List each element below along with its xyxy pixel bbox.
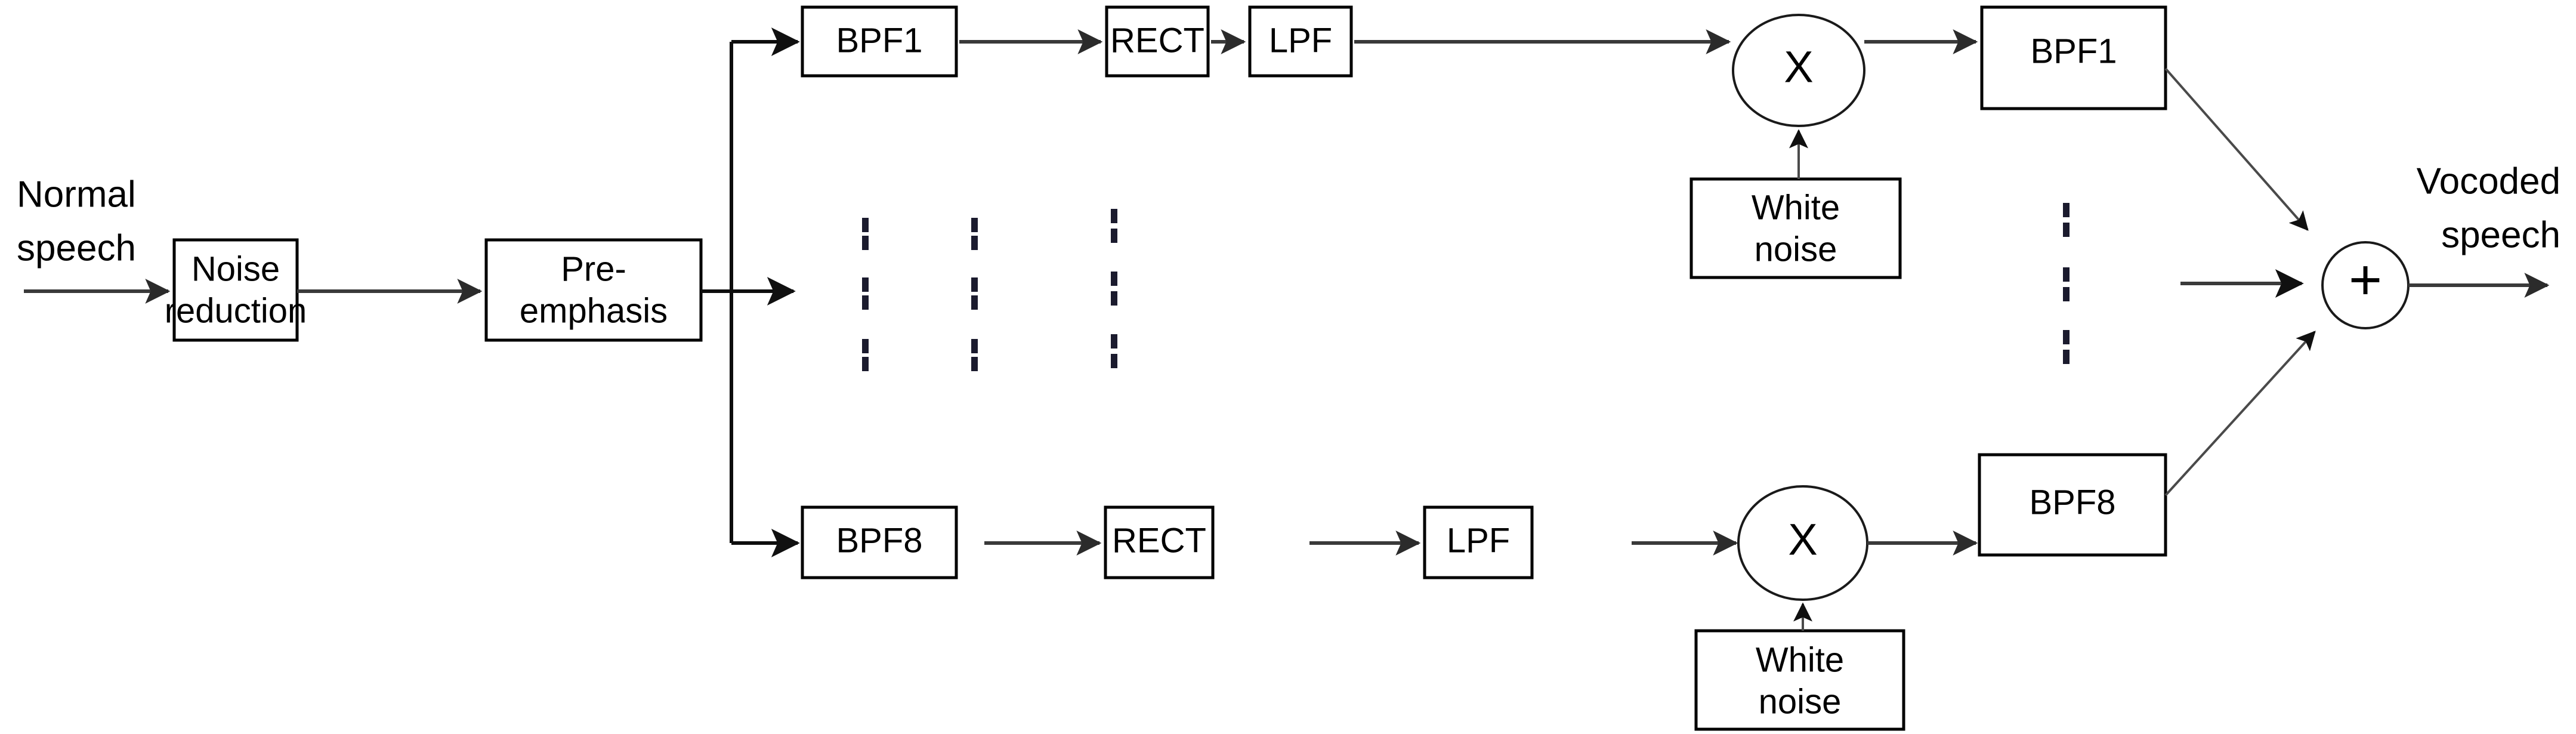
multiplier-top[interactable]: [1732, 14, 1865, 127]
pre-emphasis-label-line1: Pre-: [561, 249, 626, 288]
block-rect-top[interactable]: [1105, 5, 1210, 78]
input-label-line2: speech: [17, 227, 136, 269]
white-noise-top-label-line2: noise: [1755, 230, 1837, 269]
rect-top-label: RECT: [1110, 21, 1204, 60]
block-bpf1-analysis[interactable]: [801, 5, 958, 78]
analysis-filter-ellipsis: [862, 218, 869, 371]
input-label-line1: Normal: [17, 174, 136, 215]
block-lpf-bottom[interactable]: [1423, 505, 1534, 579]
block-rect-bottom[interactable]: [1104, 505, 1215, 579]
lpf-top-label: LPF: [1269, 21, 1332, 60]
rectifier-ellipsis: [971, 218, 978, 371]
white-noise-top-label-line1: White: [1752, 188, 1840, 227]
block-white-noise-bottom[interactable]: [1694, 629, 1905, 731]
wire-bpf1-to-sum: [2164, 67, 2309, 231]
bpf1-synthesis-label: BPF1: [2030, 32, 2117, 70]
bpf1-analysis-label: BPF1: [836, 21, 922, 60]
pre-emphasis-label-line2: emphasis: [520, 291, 668, 330]
noise-reduction-label-line1: Noise: [191, 249, 280, 288]
block-pre-emphasis[interactable]: [484, 238, 703, 342]
block-bpf8-synthesis[interactable]: [1978, 453, 2167, 557]
summation-glyph: +: [2349, 248, 2382, 312]
bpf8-synthesis-label: BPF8: [2029, 483, 2115, 522]
lowpass-ellipsis: [1111, 209, 1117, 368]
output-label-line2: speech: [2441, 214, 2560, 255]
synthesis-filter-ellipsis: [2063, 203, 2070, 364]
bpf8-analysis-label: BPF8: [836, 521, 922, 560]
output-label-line1: Vocoded: [2417, 161, 2560, 202]
lpf-bottom-label: LPF: [1447, 521, 1510, 560]
white-noise-bottom-label-line1: White: [1756, 640, 1844, 679]
white-noise-bottom-label-line2: noise: [1759, 682, 1842, 721]
wire-bpf8-to-sum: [2164, 331, 2316, 496]
multiplier-bottom-glyph: X: [1788, 515, 1817, 565]
block-bpf8-analysis[interactable]: [801, 505, 958, 579]
rect-bottom-label: RECT: [1112, 521, 1206, 560]
noise-reduction-label-line2: reduction: [165, 291, 307, 330]
block-white-noise-top[interactable]: [1689, 177, 1902, 279]
block-lpf-top[interactable]: [1248, 5, 1353, 78]
multiplier-top-glyph: X: [1784, 42, 1813, 92]
block-bpf1-synthesis[interactable]: [1980, 5, 2167, 110]
